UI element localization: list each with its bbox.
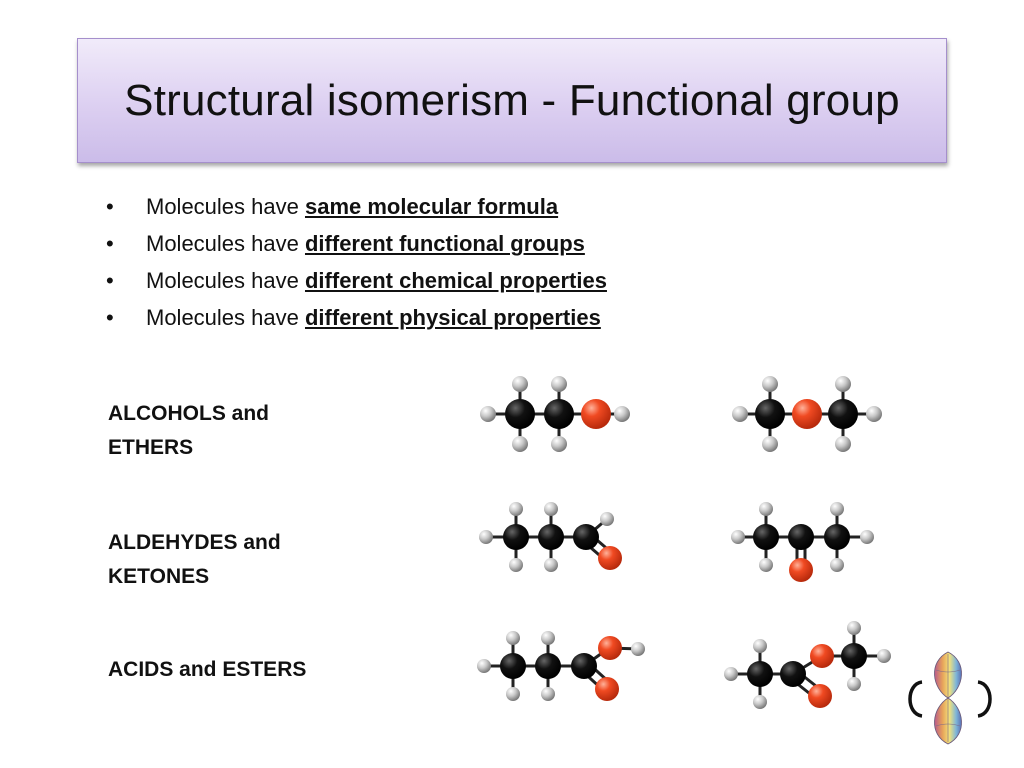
bullet-item: • Molecules have different functional gro… bbox=[106, 225, 607, 262]
propanal-molecule bbox=[479, 502, 622, 572]
bullet-emphasis: different chemical properties bbox=[304, 268, 607, 293]
section-label-line: ACIDS and ESTERS bbox=[108, 658, 307, 681]
ethanol-molecule bbox=[480, 376, 630, 452]
section-label-acids-esters: ACIDS and ESTERS bbox=[108, 653, 306, 687]
dimethyl-ether-molecule bbox=[732, 376, 882, 452]
section-label-alcohols-ethers: ALCOHOLS and ETHERS bbox=[108, 397, 269, 465]
bullet-dot: • bbox=[106, 194, 114, 219]
bullet-item: • Molecules have different chemical prope… bbox=[106, 262, 607, 299]
section-label-line: KETONES bbox=[108, 565, 210, 588]
propanoic-acid-molecule bbox=[477, 631, 645, 701]
section-label-line: ETHERS bbox=[108, 436, 194, 459]
bullet-dot: • bbox=[106, 231, 114, 256]
title-box: Structural isomerism - Functional group bbox=[77, 38, 947, 163]
bullet-emphasis: different physical properties bbox=[304, 305, 601, 330]
methyl-ethanoate-molecule bbox=[724, 621, 891, 709]
bullet-list: • Molecules have same molecular formula •… bbox=[106, 188, 607, 336]
bullet-item: • Molecules have different physical prope… bbox=[106, 299, 607, 336]
bullet-emphasis: different functional groups bbox=[304, 231, 585, 256]
bullet-text: Molecules have bbox=[146, 194, 305, 219]
bullet-emphasis: same molecular formula bbox=[304, 194, 559, 219]
bullet-text: Molecules have bbox=[146, 268, 305, 293]
p-orbital-logo-icon bbox=[908, 651, 992, 745]
bullet-item: • Molecules have same molecular formula bbox=[106, 188, 607, 225]
bullet-text: Molecules have bbox=[146, 305, 305, 330]
section-label-aldehydes-ketones: ALDEHYDES and KETONES bbox=[108, 526, 281, 594]
propanone-molecule bbox=[731, 502, 874, 582]
page-title: Structural isomerism - Functional group bbox=[124, 75, 900, 125]
section-label-line: ALCOHOLS and bbox=[108, 402, 269, 425]
section-label-line: ALDEHYDES and bbox=[108, 531, 281, 554]
bullet-dot: • bbox=[106, 305, 114, 330]
bullet-dot: • bbox=[106, 268, 114, 293]
bullet-text: Molecules have bbox=[146, 231, 305, 256]
